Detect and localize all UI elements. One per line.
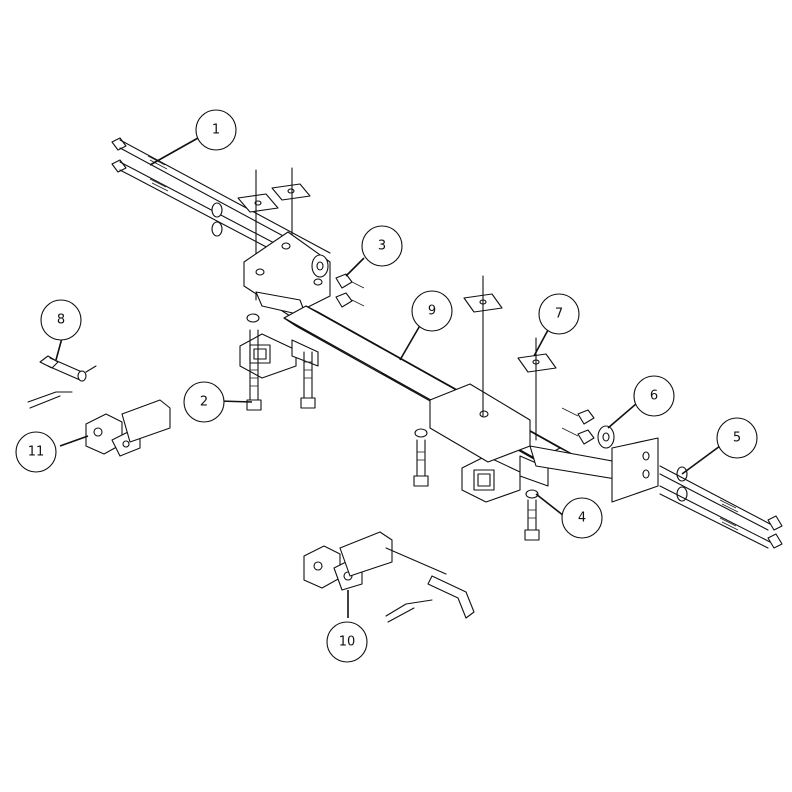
callout-label: 11 [28,445,45,460]
long-bolts-part-5 [659,465,783,549]
callout-label: 8 [57,313,65,328]
callout-label: 2 [200,395,208,410]
mid-tapping-plates-part-7 [463,275,557,441]
main-crossbar-part-9 [239,305,573,503]
callout-label: 10 [339,635,356,650]
callout-9: 9 [411,290,453,332]
right-frame-bracket [429,383,659,503]
callout-6: 6 [633,375,675,417]
callout-7: 7 [538,293,580,335]
hitch-pin-part-8 [27,355,97,409]
callout-label: 9 [428,304,436,319]
left-frame-bracket [243,231,365,317]
short-bolts-part-4 [413,428,540,541]
callout-11: 11 [15,431,57,473]
tow-adapter-part-11 [85,399,171,457]
callout-label: 3 [378,239,386,254]
callout-4: 4 [561,497,603,539]
callout-label: 1 [212,123,220,138]
callout-label: 7 [555,307,563,322]
callout-1: 1 [195,109,237,151]
callout-leaders [55,137,721,618]
tow-adapter-part-10 [303,531,475,623]
callout-label: 4 [578,511,586,526]
callout-5: 5 [716,417,758,459]
callout-3: 3 [361,225,403,267]
callout-8: 8 [40,299,82,341]
callout-10: 10 [326,621,368,663]
callout-2: 2 [183,381,225,423]
callout-label: 5 [733,431,741,446]
callout-label: 6 [650,389,658,404]
